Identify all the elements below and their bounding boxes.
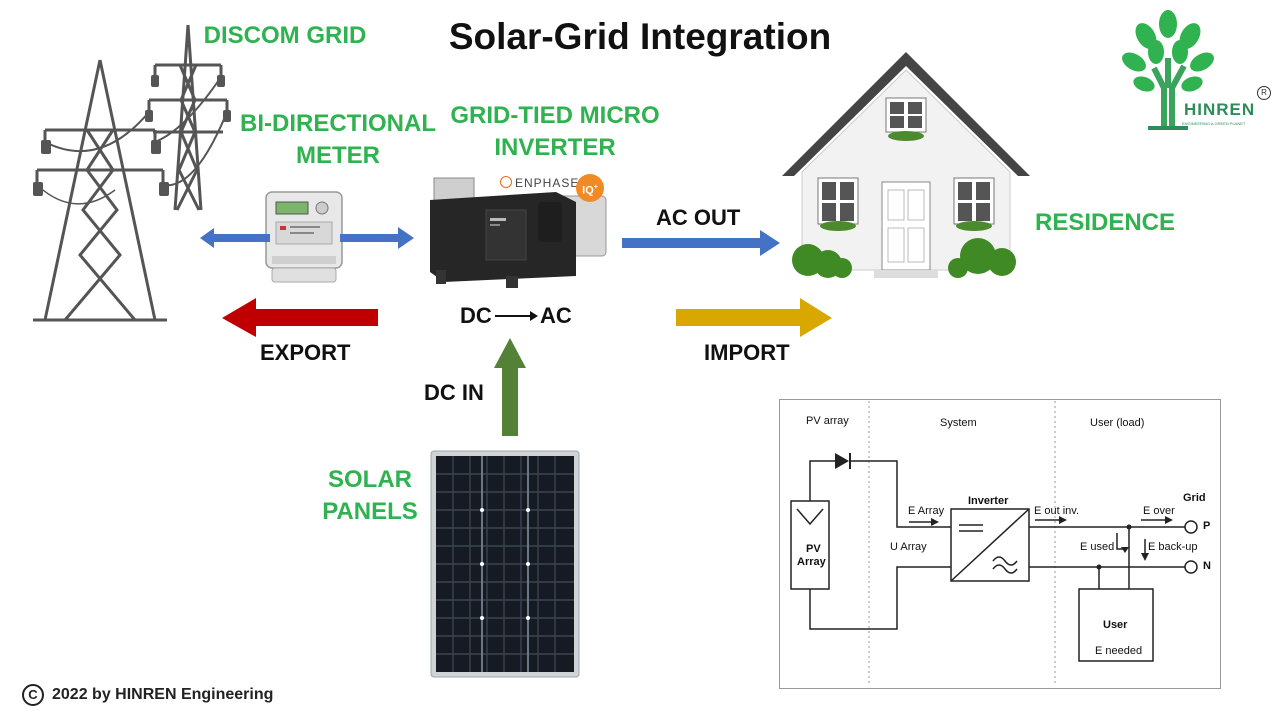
ac-out-arrow <box>622 230 780 256</box>
dc-in-arrow <box>494 338 526 436</box>
schematic-u-array: U Array <box>890 541 927 553</box>
copyright-text: 2022 by HINREN Engineering <box>52 686 273 703</box>
dc-in-label: DC IN <box>424 380 484 406</box>
schematic-user-box-label: User <box>1103 619 1127 631</box>
schematic-e-back-up: E back-up <box>1148 541 1198 553</box>
registered-mark: R <box>1257 86 1271 100</box>
schematic-terminal-p: P <box>1203 520 1210 532</box>
schematic-terminal-n: N <box>1203 560 1211 572</box>
schematic-e-array: E Array <box>908 505 944 517</box>
schematic-e-out-inv: E out inv. <box>1034 505 1079 517</box>
schematic-grid-label: Grid <box>1183 492 1206 504</box>
schematic-section-user: User (load) <box>1090 417 1144 429</box>
dc-label: DC <box>460 303 492 329</box>
hinren-logo-tagline: ENGINEERING A GREEN PLANET <box>1182 121 1245 126</box>
schematic-section-pv: PV array <box>806 415 849 427</box>
export-label: EXPORT <box>260 340 350 366</box>
hinren-logo-text: HINREN <box>1184 100 1255 120</box>
schematic-pv-box-line2: Array <box>797 556 826 568</box>
copyright-notice: C 2022 by HINREN Engineering <box>22 684 273 706</box>
import-arrow <box>676 298 832 337</box>
schematic-section-system: System <box>940 417 977 429</box>
copyright-icon: C <box>22 684 44 706</box>
schematic-e-used: E used <box>1080 541 1114 553</box>
import-label: IMPORT <box>704 340 790 366</box>
schematic-inverter-label: Inverter <box>968 495 1008 507</box>
residence-house-icon <box>778 48 1034 288</box>
solar-panel-icon <box>430 450 580 678</box>
meter-bidirectional-arrow <box>200 227 414 249</box>
ac-label: AC <box>540 303 572 329</box>
ac-out-label: AC OUT <box>656 205 740 231</box>
schematic-e-over: E over <box>1143 505 1175 517</box>
export-arrow <box>222 298 378 337</box>
schematic-pv-box-line1: PV <box>806 543 821 555</box>
schematic-e-needed: E needed <box>1095 645 1142 657</box>
